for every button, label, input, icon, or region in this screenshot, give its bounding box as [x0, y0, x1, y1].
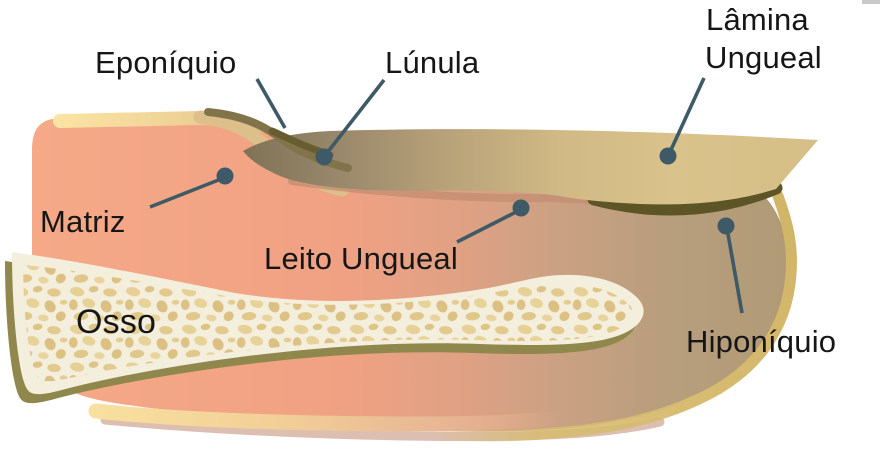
callout-dot-hiponiquio [717, 217, 735, 235]
label-lamina-line1: Lâmina [706, 2, 809, 37]
label-matriz: Matriz [40, 204, 126, 239]
callout-line-hiponiquio [726, 233, 744, 314]
label-eponiquio: Eponíquio [95, 45, 236, 80]
callout-line-eponiquio [255, 78, 287, 129]
bone [5, 252, 644, 404]
fingertip-rim [418, 190, 797, 442]
callouts [149, 77, 744, 314]
callout-line-matriz [149, 177, 222, 209]
label-osso: Osso [76, 303, 156, 341]
bone-trabecular [23, 264, 633, 382]
label-lunula: Lúnula [385, 45, 480, 80]
callout-line-lunula [325, 78, 386, 155]
callout-dot-lunula [315, 148, 333, 166]
callout-dot-matriz [216, 167, 234, 185]
labels: Eponíquio Lúnula Lâmina Ungueal Matriz L… [40, 2, 836, 359]
scrollbar-fragment[interactable] [862, 0, 880, 4]
callout-line-leito [456, 209, 519, 244]
label-leito-ungueal: Leito Ungueal [264, 241, 458, 276]
nail-plate [243, 129, 818, 205]
callout-dot-lamina [659, 147, 677, 165]
label-lamina-line2: Ungueal [705, 40, 822, 75]
callout-dot-leito [512, 199, 530, 217]
callout-line-lamina [668, 77, 706, 153]
hyponychium-band [587, 181, 783, 216]
label-hiponiquio: Hiponíquio [686, 324, 836, 359]
epidermis-bottom-band [88, 403, 564, 432]
